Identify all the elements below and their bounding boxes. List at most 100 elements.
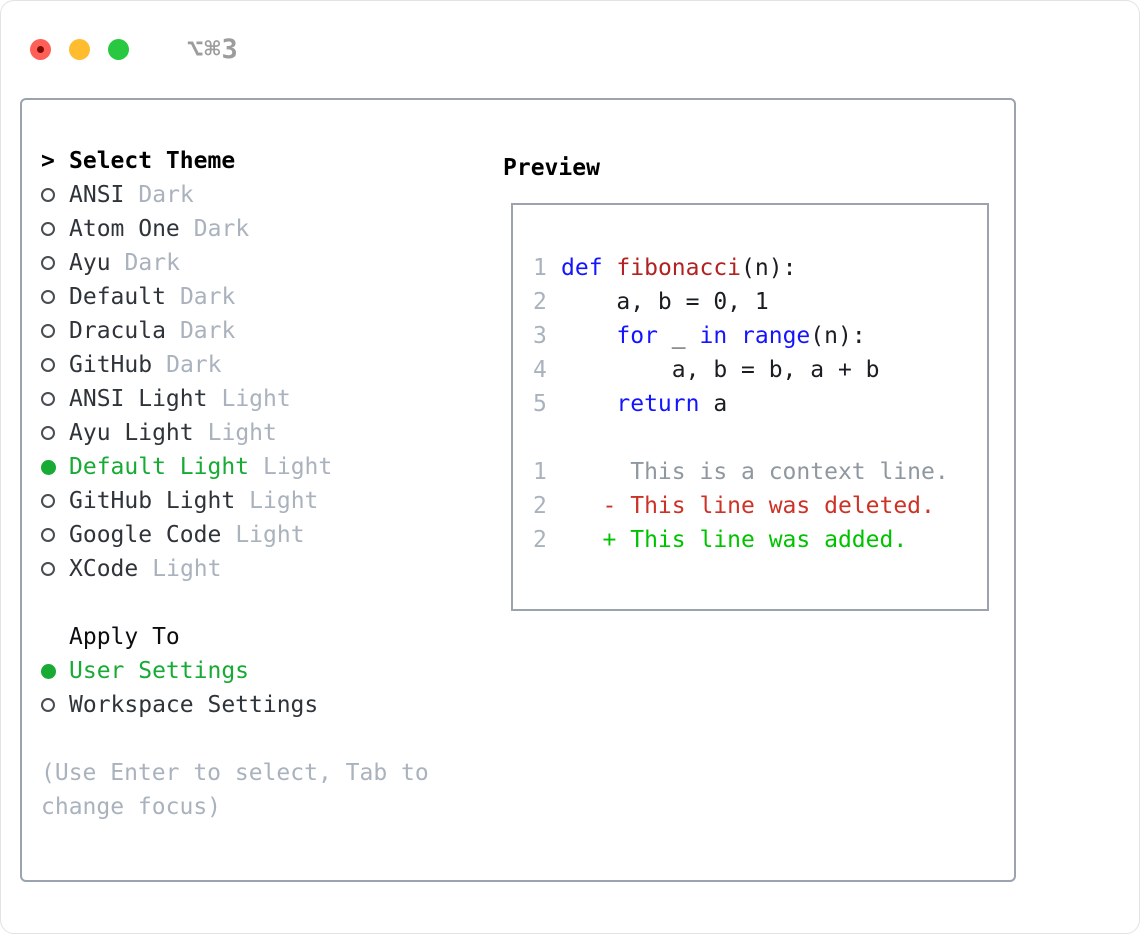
apply-option-workspace-settings[interactable]: Workspace Settings — [41, 688, 481, 722]
theme-name: Atom One — [69, 216, 180, 242]
code-token: (n): — [741, 255, 797, 281]
radio-unselected-icon — [41, 698, 55, 712]
radio-unselected-icon — [41, 256, 55, 270]
code-token: _ — [657, 323, 700, 349]
theme-name: ANSI Light — [69, 386, 208, 412]
diff-line: 2 + This line was added. — [533, 523, 987, 557]
title-bar: ⌥⌘3 — [1, 1, 1139, 71]
radio-unselected-icon — [41, 290, 55, 304]
radio-icon — [41, 484, 69, 518]
theme-variant: Dark — [166, 352, 222, 378]
radio-icon — [41, 416, 69, 450]
radio-icon — [41, 382, 69, 416]
theme-variant: Dark — [179, 318, 236, 344]
apply-option-label: Workspace Settings — [69, 692, 319, 718]
select-theme-header: > Select Theme — [41, 144, 481, 178]
theme-name: ANSI — [69, 182, 125, 208]
line-number: 1 — [533, 459, 547, 485]
code-token: def — [561, 255, 603, 281]
radio-icon — [41, 688, 69, 722]
radio-icon — [41, 212, 69, 246]
line-number: 5 — [533, 391, 547, 417]
theme-option-github[interactable]: GitHub Dark — [41, 348, 481, 382]
theme-variant: Light — [221, 386, 291, 412]
code-token: return — [616, 391, 700, 417]
theme-name: Ayu Light — [69, 420, 194, 446]
theme-variant: Light — [235, 522, 305, 548]
theme-option-atom-one[interactable]: Atom One Dark — [41, 212, 481, 246]
window-title: ⌥⌘3 — [187, 34, 239, 65]
code-token: (n): — [810, 323, 866, 349]
radio-unselected-icon — [41, 426, 55, 440]
theme-name: GitHub Light — [69, 488, 236, 514]
code-token — [561, 391, 616, 417]
zoom-button[interactable] — [108, 39, 129, 60]
theme-option-ayu-light[interactable]: Ayu Light Light — [41, 416, 481, 450]
theme-name: Ayu — [69, 250, 111, 276]
line-number: 2 — [533, 527, 547, 553]
keyboard-hint: (Use Enter to select, Tab to change focu… — [41, 760, 429, 820]
code-line: 3 for _ in range(n): — [533, 319, 987, 353]
line-number: 2 — [533, 493, 547, 519]
radio-icon — [41, 450, 69, 484]
radio-icon — [41, 314, 69, 348]
radio-icon — [41, 552, 69, 586]
code-token: in — [699, 323, 728, 349]
apply-option-user-settings[interactable]: User Settings — [41, 654, 481, 688]
theme-option-ansi-light[interactable]: ANSI Light Light — [41, 382, 481, 416]
apply-to-title: Apply To — [69, 624, 180, 650]
line-number: 1 — [533, 255, 547, 281]
radio-selected-icon — [41, 460, 56, 475]
code-line: 4 a, b = b, a + b — [533, 353, 987, 387]
minimize-button[interactable] — [69, 39, 90, 60]
diff-token: + This line was added. — [561, 527, 908, 553]
radio-unselected-icon — [41, 324, 55, 338]
theme-variant: Dark — [179, 284, 236, 310]
theme-option-xcode[interactable]: XCode Light — [41, 552, 481, 586]
diff-token: This is a context line. — [561, 459, 949, 485]
select-theme-title: Select Theme — [69, 148, 236, 174]
theme-variant: Light — [152, 556, 222, 582]
code-token: a — [699, 391, 728, 417]
theme-option-default[interactable]: Default Dark — [41, 280, 481, 314]
theme-name: GitHub — [69, 352, 153, 378]
theme-name: XCode — [69, 556, 139, 582]
theme-name: Dracula — [69, 318, 166, 344]
theme-name: Default — [69, 284, 166, 310]
radio-icon — [41, 246, 69, 280]
radio-icon — [41, 178, 69, 212]
theme-variant: Dark — [138, 182, 194, 208]
unsaved-dot-icon — [37, 46, 44, 53]
theme-variant: Light — [207, 420, 277, 446]
diff-line: 1 This is a context line. — [533, 455, 987, 489]
radio-unselected-icon — [41, 392, 55, 406]
theme-option-ansi[interactable]: ANSI Dark — [41, 178, 481, 212]
theme-variant: Dark — [193, 216, 250, 242]
diff-token: - This line was deleted. — [561, 493, 935, 519]
radio-icon — [41, 654, 69, 688]
code-token: for — [616, 323, 658, 349]
code-line: 5 return a — [533, 387, 987, 421]
diff-line: 2 - This line was deleted. — [533, 489, 987, 523]
radio-icon — [41, 518, 69, 552]
radio-icon — [41, 280, 69, 314]
close-button[interactable] — [30, 39, 51, 60]
line-number: 3 — [533, 323, 547, 349]
radio-selected-icon — [41, 664, 56, 679]
focus-caret-icon: > — [41, 148, 55, 174]
diff-block: 1 This is a context line.2 - This line w… — [533, 455, 987, 557]
line-number: 4 — [533, 357, 547, 383]
theme-option-dracula[interactable]: Dracula Dark — [41, 314, 481, 348]
radio-unselected-icon — [41, 358, 55, 372]
